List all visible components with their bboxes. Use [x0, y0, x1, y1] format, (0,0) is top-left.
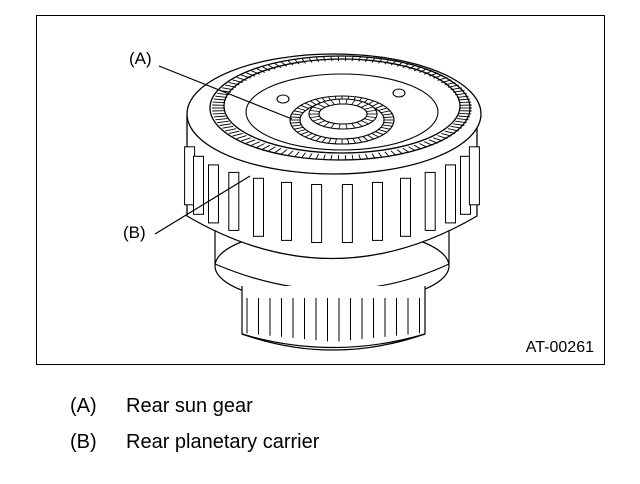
legend-key: (B) — [70, 431, 97, 453]
callout-label-a: (A) — [129, 49, 152, 68]
legend-text: Rear planetary carrier — [126, 431, 320, 453]
splined-bore — [308, 98, 378, 130]
callout-label-b: (B) — [123, 223, 146, 242]
figure-code: AT-00261 — [525, 339, 594, 356]
planetary-gear-illustration — [154, 53, 482, 351]
legend-key: (A) — [70, 395, 97, 417]
legend-text: Rear sun gear — [126, 395, 253, 417]
leader-line-a — [158, 65, 293, 120]
leader-line-b — [154, 175, 251, 235]
bottom-splined-hub — [241, 286, 426, 351]
figure-frame: (A) (B) AT-00261 — [36, 15, 605, 365]
